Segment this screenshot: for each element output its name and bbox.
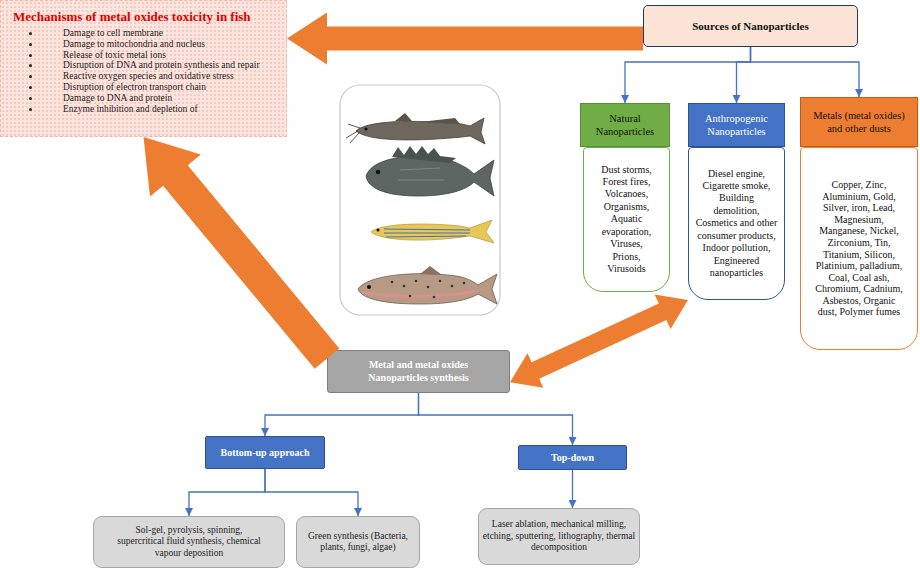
- trout-spot: [415, 280, 418, 283]
- box-label: Diesel engine, Cigarette smoke, Building…: [696, 168, 778, 280]
- trout-spot: [391, 281, 394, 284]
- branch-connector: [189, 469, 265, 516]
- box-label: Sol-gel, pyrolysis, spinning, supercriti…: [113, 525, 265, 560]
- trout-spot: [451, 285, 454, 288]
- trout-spot: [403, 285, 406, 288]
- method-box: Laser ablation, mechanical milling, etch…: [478, 508, 640, 565]
- bullet-list: Damage to cell membraneDamage to mitocho…: [1, 28, 274, 114]
- category-header: Metals (metal oxides) and other dusts: [800, 97, 918, 147]
- category-header: Natural Nanoparticles: [580, 103, 670, 147]
- trout-body: [358, 274, 497, 304]
- trout-spot: [433, 296, 436, 299]
- branch-connector: [572, 470, 573, 508]
- box-label: Natural Nanoparticles: [586, 112, 664, 138]
- source-list-box: Dust storms, Forest fires, Volcanoes, Or…: [583, 147, 670, 292]
- branch-connector: [625, 47, 751, 103]
- method-box: Sol-gel, pyrolysis, spinning, supercriti…: [93, 516, 285, 568]
- box-label: Anthropogenic Nanoparticles: [693, 112, 781, 138]
- trout-spot: [409, 295, 412, 298]
- zebrafish-body: [371, 220, 494, 243]
- catfish-fin: [395, 113, 460, 124]
- box-label: Green synthesis (Bacteria, plants, fungi…: [300, 531, 416, 554]
- trout-stripe: [362, 291, 476, 296]
- fish-eye: [364, 127, 367, 130]
- method-box: Green synthesis (Bacteria, plants, fungi…: [296, 516, 420, 568]
- box-label: Sources of Nanoparticles: [692, 20, 809, 33]
- flow-block-arrow: [144, 137, 340, 369]
- bullet-item: Reactive oxygen species and oxidative st…: [41, 71, 274, 82]
- flow-block-arrow: [287, 13, 643, 65]
- branch-connector: [737, 47, 751, 103]
- approach-box: Bottom-up approach: [205, 436, 325, 469]
- trout-spot: [427, 286, 430, 289]
- trout-spot: [439, 280, 442, 283]
- box-label: Metal and metal oxides Nanoparticles syn…: [349, 359, 489, 384]
- source-box: Sources of Nanoparticles: [643, 5, 858, 47]
- branch-connector: [419, 393, 573, 445]
- catfish-body: [356, 118, 485, 144]
- mechanism-list-box: Mechanisms of metal oxides toxicity in f…: [0, 0, 287, 137]
- tilapia-stripe: [398, 168, 444, 180]
- tilapia-fin: [392, 146, 456, 163]
- fish-eye: [367, 285, 371, 289]
- source-list-box: Diesel engine, Cigarette smoke, Building…: [688, 147, 785, 300]
- bullet-item: Disruption of electron transport chain: [41, 82, 274, 93]
- box-label: Copper, Zinc, Aluminium, Gold, Silver, i…: [815, 179, 903, 318]
- source-list-box: Copper, Zinc, Aluminium, Gold, Silver, i…: [800, 147, 918, 350]
- synthesis-box: Metal and metal oxides Nanoparticles syn…: [327, 350, 510, 393]
- trout-spots: [391, 280, 466, 299]
- fish-image-frame: [340, 85, 500, 315]
- bullet-item: Disruption of DNA and protein synthesis …: [41, 60, 274, 71]
- bullet-item: Damage to DNA and protein: [41, 93, 274, 104]
- box-label: Dust storms, Forest fires, Volcanoes, Or…: [596, 164, 658, 276]
- trout-spot: [463, 282, 466, 285]
- catfish-barbel: [346, 124, 360, 143]
- fish-eye: [377, 229, 380, 232]
- category-header: Anthropogenic Nanoparticles: [688, 103, 785, 147]
- bullet-item: Damage to mitochondria and nucleus: [41, 39, 274, 50]
- branch-connector: [265, 469, 358, 516]
- branch-connector: [265, 393, 419, 436]
- fish-eye: [376, 170, 380, 174]
- bullet-item: Damage to cell membrane: [41, 28, 274, 39]
- tilapia-body: [366, 157, 494, 196]
- approach-box: Top-down: [518, 445, 627, 470]
- box-label: Metals (metal oxides) and other dusts: [805, 109, 913, 135]
- box-label: Laser ablation, mechanical milling, etch…: [482, 519, 636, 554]
- zebrafish-stripe: [384, 229, 470, 237]
- box-label: Bottom-up approach: [221, 447, 310, 459]
- box-label: Top-down: [551, 452, 594, 464]
- panel-heading: Mechanisms of metal oxides toxicity in f…: [13, 9, 286, 25]
- link-double-arrow: [510, 294, 688, 387]
- bullet-item: Enzyme inhibition and depletion of: [41, 104, 274, 115]
- bullet-item: Release of toxic metal ions: [41, 50, 274, 61]
- branch-connector: [751, 47, 860, 97]
- trout-fin: [420, 266, 442, 275]
